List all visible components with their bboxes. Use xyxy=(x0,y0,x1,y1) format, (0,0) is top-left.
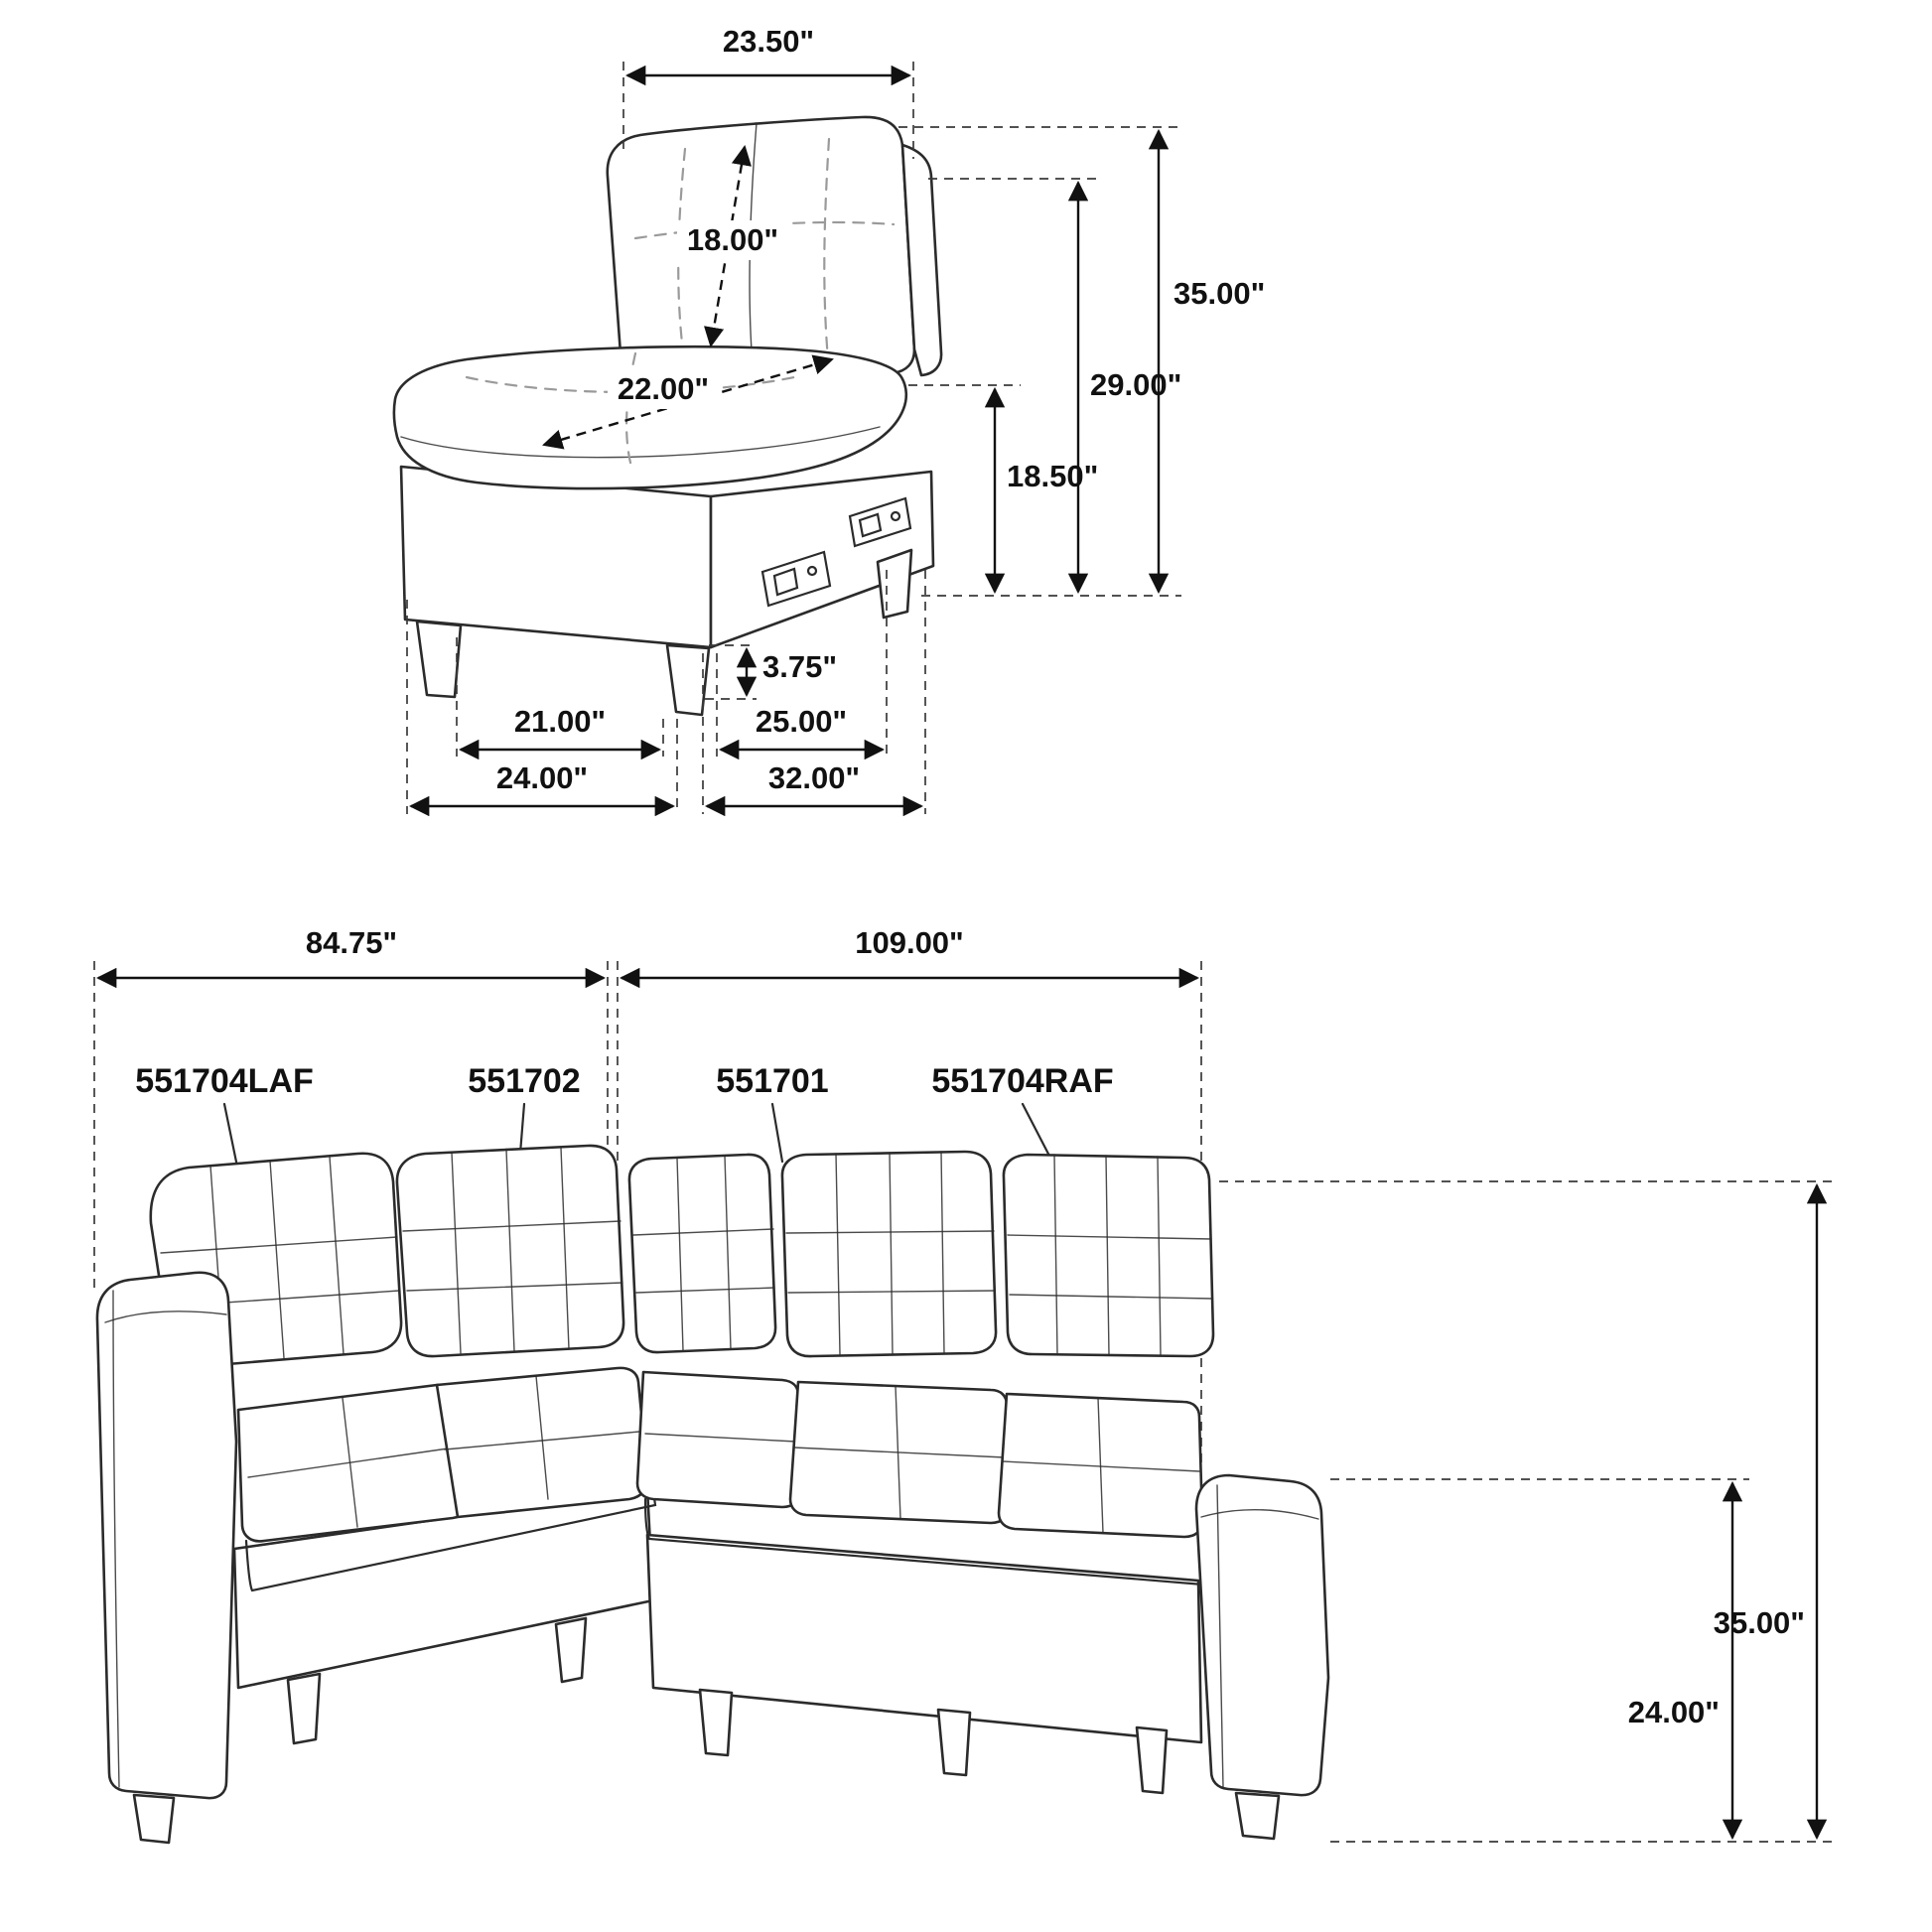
dim-overall-width-label: 24.00" xyxy=(496,760,588,795)
dim-right-length-label: 109.00" xyxy=(855,925,964,960)
dim-base-depth-label: 25.00" xyxy=(756,704,847,739)
module-label-laf: 551704LAF xyxy=(135,1062,314,1100)
dim-back-width-label: 23.50" xyxy=(723,24,814,59)
seam-line xyxy=(835,1153,841,1355)
dim-seat-width-label: 21.00" xyxy=(514,704,606,739)
seam-line xyxy=(1009,1294,1213,1300)
chair-diagram: 23.50" 18.00" 22.00" 35.00" 29.00" 18.50… xyxy=(392,24,1265,817)
chair-back-hidden-seam-v2 xyxy=(823,137,831,361)
leader-armless-left xyxy=(518,1102,526,1156)
seam-line xyxy=(247,1447,456,1478)
chair-base-front-face xyxy=(399,465,713,649)
sofa-arm-right-front-edge xyxy=(1216,1484,1224,1788)
seam-line xyxy=(632,1228,774,1236)
sofa-arm-left-front-edge xyxy=(112,1290,120,1788)
seam-line xyxy=(644,1433,797,1443)
sofa-arm-right-contour xyxy=(1200,1509,1319,1520)
sofa-base-right-wing xyxy=(645,1533,1203,1744)
bracket-clip-2 xyxy=(858,512,883,538)
dim-seat-height-label: 18.50" xyxy=(1007,459,1098,493)
module-label-armless-right: 551701 xyxy=(716,1062,828,1100)
module-label-raf: 551704RAF xyxy=(931,1062,1113,1100)
dim-left-length-label: 84.75" xyxy=(306,925,397,960)
dim-seat-depth-label: 22.00" xyxy=(618,371,709,406)
dim-overall-depth-label: 32.00" xyxy=(768,760,860,795)
chair-back-side-panel xyxy=(900,143,943,377)
seam-line xyxy=(1053,1154,1058,1355)
sofa-arm-left-contour xyxy=(104,1311,227,1323)
sofa-leg xyxy=(698,1688,734,1757)
seam-line xyxy=(269,1160,285,1359)
seam-line xyxy=(402,1220,621,1232)
sofa-leg xyxy=(1135,1725,1169,1795)
dim-total-height-label: 35.00" xyxy=(1173,276,1265,311)
seam-line xyxy=(895,1385,901,1520)
sofa-back-corner xyxy=(627,1153,777,1354)
chair-leg-front-right xyxy=(665,643,711,717)
bracket-plate-1 xyxy=(760,550,832,608)
chair-seat-outline xyxy=(392,345,908,490)
bracket-bolt-1 xyxy=(806,565,818,577)
sofa-arm-right xyxy=(1194,1473,1330,1797)
seam-line xyxy=(724,1155,732,1350)
seam-line xyxy=(342,1397,358,1528)
leader-laf xyxy=(222,1102,240,1173)
seam-line xyxy=(1007,1234,1212,1240)
sofa-back-armless-right xyxy=(780,1150,998,1358)
sofa-leg xyxy=(286,1672,322,1745)
dim-back-cushion-label: 18.00" xyxy=(687,222,778,257)
bracket-clip-1 xyxy=(772,567,799,597)
seam-line xyxy=(535,1375,549,1500)
dim-sofa-arm-height-label: 24.00" xyxy=(1628,1695,1720,1729)
bracket-bolt-2 xyxy=(890,510,901,522)
seam-line xyxy=(635,1287,775,1294)
sofa-leg xyxy=(554,1616,588,1684)
seam-line xyxy=(406,1282,623,1292)
seam-line xyxy=(160,1236,398,1254)
dim-sofa-height-label: 35.00" xyxy=(1714,1605,1805,1640)
seam-line xyxy=(1157,1156,1162,1356)
sofa-seat-left-1 xyxy=(236,1383,473,1543)
chair-back-hidden-seam-v1 xyxy=(677,147,687,369)
dim-seat-depth-label-bg xyxy=(608,369,719,409)
leader-armless-right xyxy=(770,1102,784,1164)
seam-line xyxy=(505,1149,515,1352)
leader-raf xyxy=(1021,1102,1054,1164)
seam-line xyxy=(451,1152,462,1354)
sofa-leg xyxy=(936,1708,972,1777)
seam-line xyxy=(560,1147,570,1350)
seam-line xyxy=(329,1156,345,1355)
dim-back-height-label: 29.00" xyxy=(1090,367,1181,402)
chair-leg-back-right xyxy=(876,548,913,620)
bracket-plate-2 xyxy=(848,496,912,548)
sofa-seat-corner xyxy=(635,1370,802,1509)
seam-line xyxy=(1097,1397,1104,1534)
sofa-leg xyxy=(132,1793,176,1845)
dim-leg-height-label: 3.75" xyxy=(762,649,837,684)
sectional-diagram: 84.75" 109.00" 551704LAF 551702 551701 5… xyxy=(93,925,1837,1845)
seam-line xyxy=(1105,1155,1110,1356)
sofa-arm-left xyxy=(95,1271,238,1800)
seam-line xyxy=(676,1157,684,1351)
sofa-leg xyxy=(1234,1791,1281,1841)
seam-line xyxy=(793,1447,1006,1458)
chair-leg-front-left xyxy=(415,620,463,699)
seam-line xyxy=(940,1151,945,1354)
seam-line xyxy=(889,1152,894,1355)
dim-back-cushion-label-bg xyxy=(677,220,788,260)
module-label-armless-left: 551702 xyxy=(468,1062,580,1100)
